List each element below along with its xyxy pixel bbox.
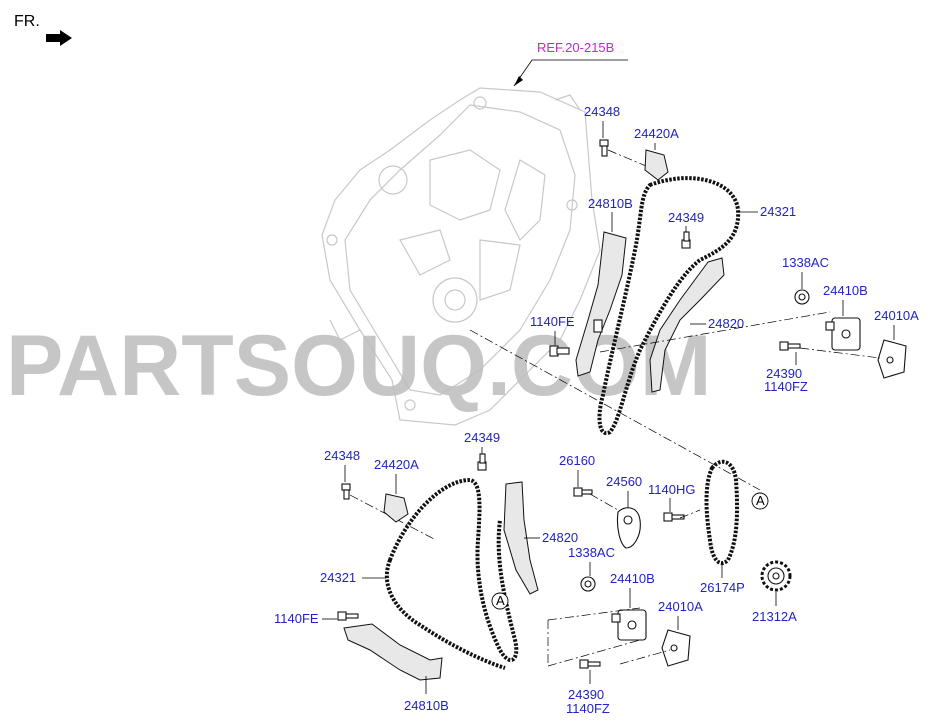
tensioner-24560[interactable]: [616, 507, 641, 549]
arm-24820-upper[interactable]: [649, 257, 725, 393]
label-24820-lower[interactable]: 24820: [542, 530, 578, 545]
label-24810B-upper[interactable]: 24810B: [588, 196, 633, 211]
bolt-1140HG[interactable]: [663, 512, 685, 522]
label-24349-upper[interactable]: 24349: [668, 210, 704, 225]
timing-chain-24321-lower[interactable]: [384, 477, 519, 670]
guide-24810B-upper[interactable]: [575, 231, 627, 377]
guide-24810B-lower[interactable]: [343, 623, 443, 681]
centerline-lower-4: [547, 639, 641, 667]
front-arrow-icon: [46, 30, 72, 46]
bolt-24390-upper[interactable]: [779, 341, 801, 351]
callout-a-text-top: A: [756, 493, 765, 508]
bolt-1140FE-lower[interactable]: [337, 611, 359, 621]
reference-leader: [513, 59, 628, 87]
guide-24420A-lower[interactable]: [383, 493, 409, 523]
label-1140HG[interactable]: 1140HG: [648, 482, 695, 497]
callout-a-circle-bottom[interactable]: [491, 592, 509, 610]
centerline-lower-5: [547, 607, 641, 621]
guide-24420A-upper[interactable]: [644, 149, 669, 181]
bolt-24348-upper[interactable]: [599, 139, 609, 157]
tensioner-24410B-upper[interactable]: [825, 317, 861, 351]
label-24410B-upper[interactable]: 24410B: [823, 283, 868, 298]
label-26174P[interactable]: 26174P: [700, 580, 745, 595]
callout-a-circle-top[interactable]: [751, 492, 769, 510]
label-24010A-lower[interactable]: 24010A: [658, 599, 703, 614]
label-1338AC-lower[interactable]: 1338AC: [568, 545, 615, 560]
watermark-text: PARTSOUQ.COM: [6, 318, 712, 414]
bolt-24390-lower[interactable]: [579, 659, 601, 669]
sprocket-21312A[interactable]: [760, 560, 792, 592]
centerline-upper-2: [599, 311, 831, 353]
label-26160[interactable]: 26160: [559, 453, 595, 468]
label-24420A-lower[interactable]: 24420A: [374, 457, 419, 472]
label-24810B-lower[interactable]: 24810B: [404, 698, 449, 713]
centerline-lower-1: [349, 494, 437, 541]
label-21312A[interactable]: 21312A: [752, 609, 797, 624]
washer-1338AC-upper[interactable]: [794, 289, 810, 305]
bolt-26160[interactable]: [573, 487, 593, 497]
arm-24820-lower[interactable]: [503, 481, 539, 595]
label-1140FZ-upper[interactable]: 1140FZ: [764, 379, 808, 394]
label-24321-lower[interactable]: 24321: [320, 570, 356, 585]
label-24010A-upper[interactable]: 24010A: [874, 308, 919, 323]
bolt-24349-lower[interactable]: [477, 453, 487, 471]
callout-a-text-bottom: A: [496, 593, 505, 608]
washer-1338AC-lower[interactable]: [580, 576, 596, 592]
label-24560[interactable]: 24560: [606, 474, 642, 489]
label-24321-upper[interactable]: 24321: [760, 204, 796, 219]
bolt-24349-upper[interactable]: [681, 231, 691, 249]
reference-label[interactable]: REF.20-215B: [537, 40, 614, 55]
label-24420A-upper[interactable]: 24420A: [634, 126, 679, 141]
label-24820-upper[interactable]: 24820: [708, 316, 744, 331]
timing-chain-24321-upper[interactable]: [597, 176, 741, 436]
centerline-lower-6: [619, 649, 671, 665]
fr-label: FR.: [14, 13, 40, 30]
gasket-24010A-upper[interactable]: [877, 339, 907, 379]
tensioner-24410B-lower[interactable]: [611, 609, 647, 641]
label-1140FZ-lower[interactable]: 1140FZ: [566, 701, 610, 716]
label-1338AC-upper[interactable]: 1338AC: [782, 255, 829, 270]
centerline-upper-4: [799, 347, 881, 359]
engine-block-outline: [321, 87, 601, 426]
reference-arrow-icon: [514, 76, 523, 86]
label-24348-lower[interactable]: 24348: [324, 448, 360, 463]
label-1140FE-upper[interactable]: 1140FE: [530, 314, 575, 329]
centerline-upper-3: [469, 329, 761, 491]
oil-pump-chain-26174P[interactable]: [704, 459, 740, 566]
label-24390-upper[interactable]: 24390: [766, 366, 802, 381]
label-24348-upper[interactable]: 24348: [584, 104, 620, 119]
label-24349-lower[interactable]: 24349: [464, 430, 500, 445]
centerline-lower-7: [679, 509, 701, 519]
gasket-24010A-lower[interactable]: [661, 629, 691, 667]
label-1140FE-lower[interactable]: 1140FE: [274, 611, 319, 626]
label-24390-lower[interactable]: 24390: [568, 687, 604, 702]
centerline-upper-1: [607, 149, 647, 167]
centerline-lower-2: [589, 493, 626, 515]
bolt-1140FE-upper[interactable]: [549, 345, 570, 357]
label-24410B-lower[interactable]: 24410B: [610, 571, 655, 586]
bolt-24348-lower[interactable]: [341, 483, 351, 500]
